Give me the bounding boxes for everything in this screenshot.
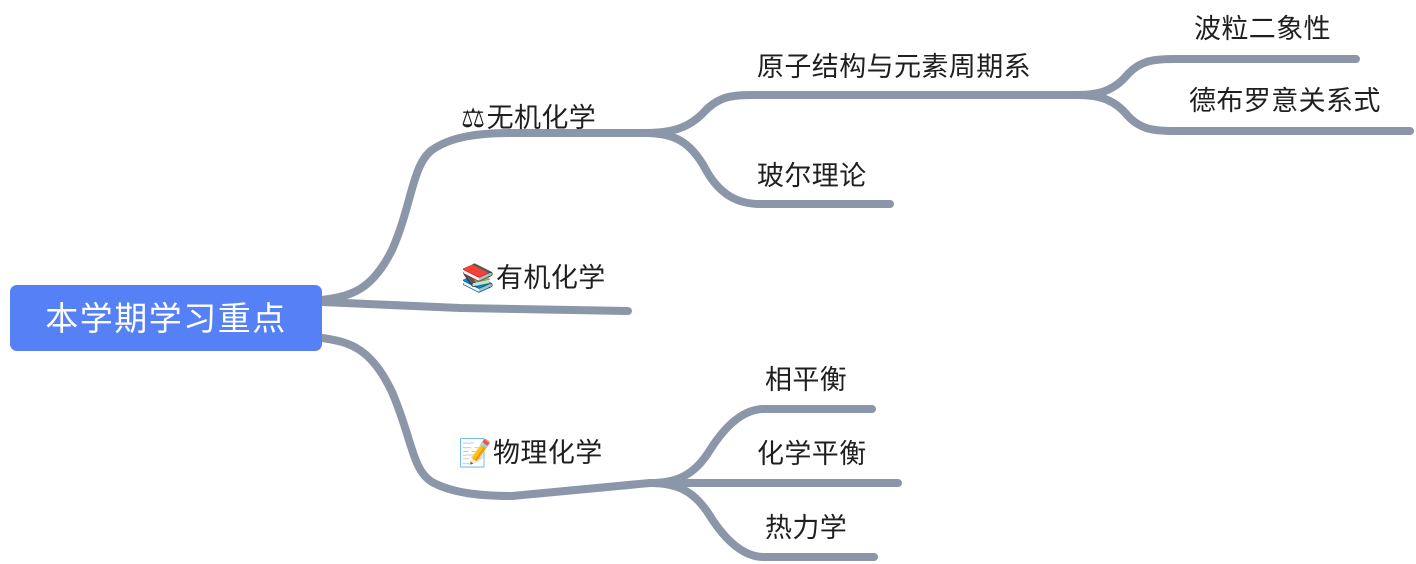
connector-atomic-structure-to-de-broglie — [1074, 91, 1414, 135]
connector-inorganic-to-bohr-theory — [641, 129, 894, 208]
leaf-node-thermodynamics[interactable]: 热力学 — [765, 515, 847, 542]
root-node-label: 本学期学习重点 — [45, 299, 287, 337]
branch-node-organic[interactable]: 📚有机化学 — [461, 263, 606, 294]
leaf-label-chemical-equilibrium: 化学平衡 — [757, 439, 867, 469]
branch-label-organic: 有机化学 — [496, 263, 606, 293]
leaf-node-de-broglie[interactable]: 德布罗意关系式 — [1189, 88, 1381, 115]
leaf-node-wave-particle[interactable]: 波粒二象性 — [1194, 16, 1331, 43]
leaf-label-bohr-theory: 玻尔理论 — [757, 161, 867, 191]
leaf-label-phase-equilibrium: 相平衡 — [765, 365, 848, 395]
leaf-node-atomic-structure[interactable]: 原子结构与元素周期系 — [757, 54, 1031, 81]
leaf-label-wave-particle: 波粒二象性 — [1194, 14, 1331, 44]
leaf-label-de-broglie: 德布罗意关系式 — [1189, 86, 1381, 116]
leaf-label-atomic-structure: 原子结构与元素周期系 — [757, 52, 1031, 82]
connector-inorganic-to-atomic-structure — [641, 90, 1082, 137]
books-icon: 📚 — [461, 263, 496, 294]
leaf-node-phase-equilibrium[interactable]: 相平衡 — [765, 367, 847, 394]
branch-node-physical[interactable]: 📝物理化学 — [458, 438, 603, 469]
leaf-node-bohr-theory[interactable]: 玻尔理论 — [757, 163, 867, 190]
connector-root-to-physical — [318, 334, 654, 501]
balance-scale-icon: ⚖ — [461, 103, 486, 134]
connector-physical-to-thermodynamics — [646, 479, 878, 561]
branch-node-inorganic[interactable]: ⚖无机化学 — [461, 103, 597, 134]
leaf-label-thermodynamics: 热力学 — [765, 513, 848, 543]
root-node[interactable]: 本学期学习重点 — [10, 285, 322, 351]
branch-label-physical: 物理化学 — [493, 438, 603, 468]
connector-root-to-organic — [318, 298, 632, 315]
memo-icon: 📝 — [458, 438, 493, 469]
connector-root-to-inorganic — [318, 129, 649, 304]
branch-label-inorganic: 无机化学 — [486, 103, 597, 133]
leaf-node-chemical-equilibrium[interactable]: 化学平衡 — [757, 441, 867, 468]
